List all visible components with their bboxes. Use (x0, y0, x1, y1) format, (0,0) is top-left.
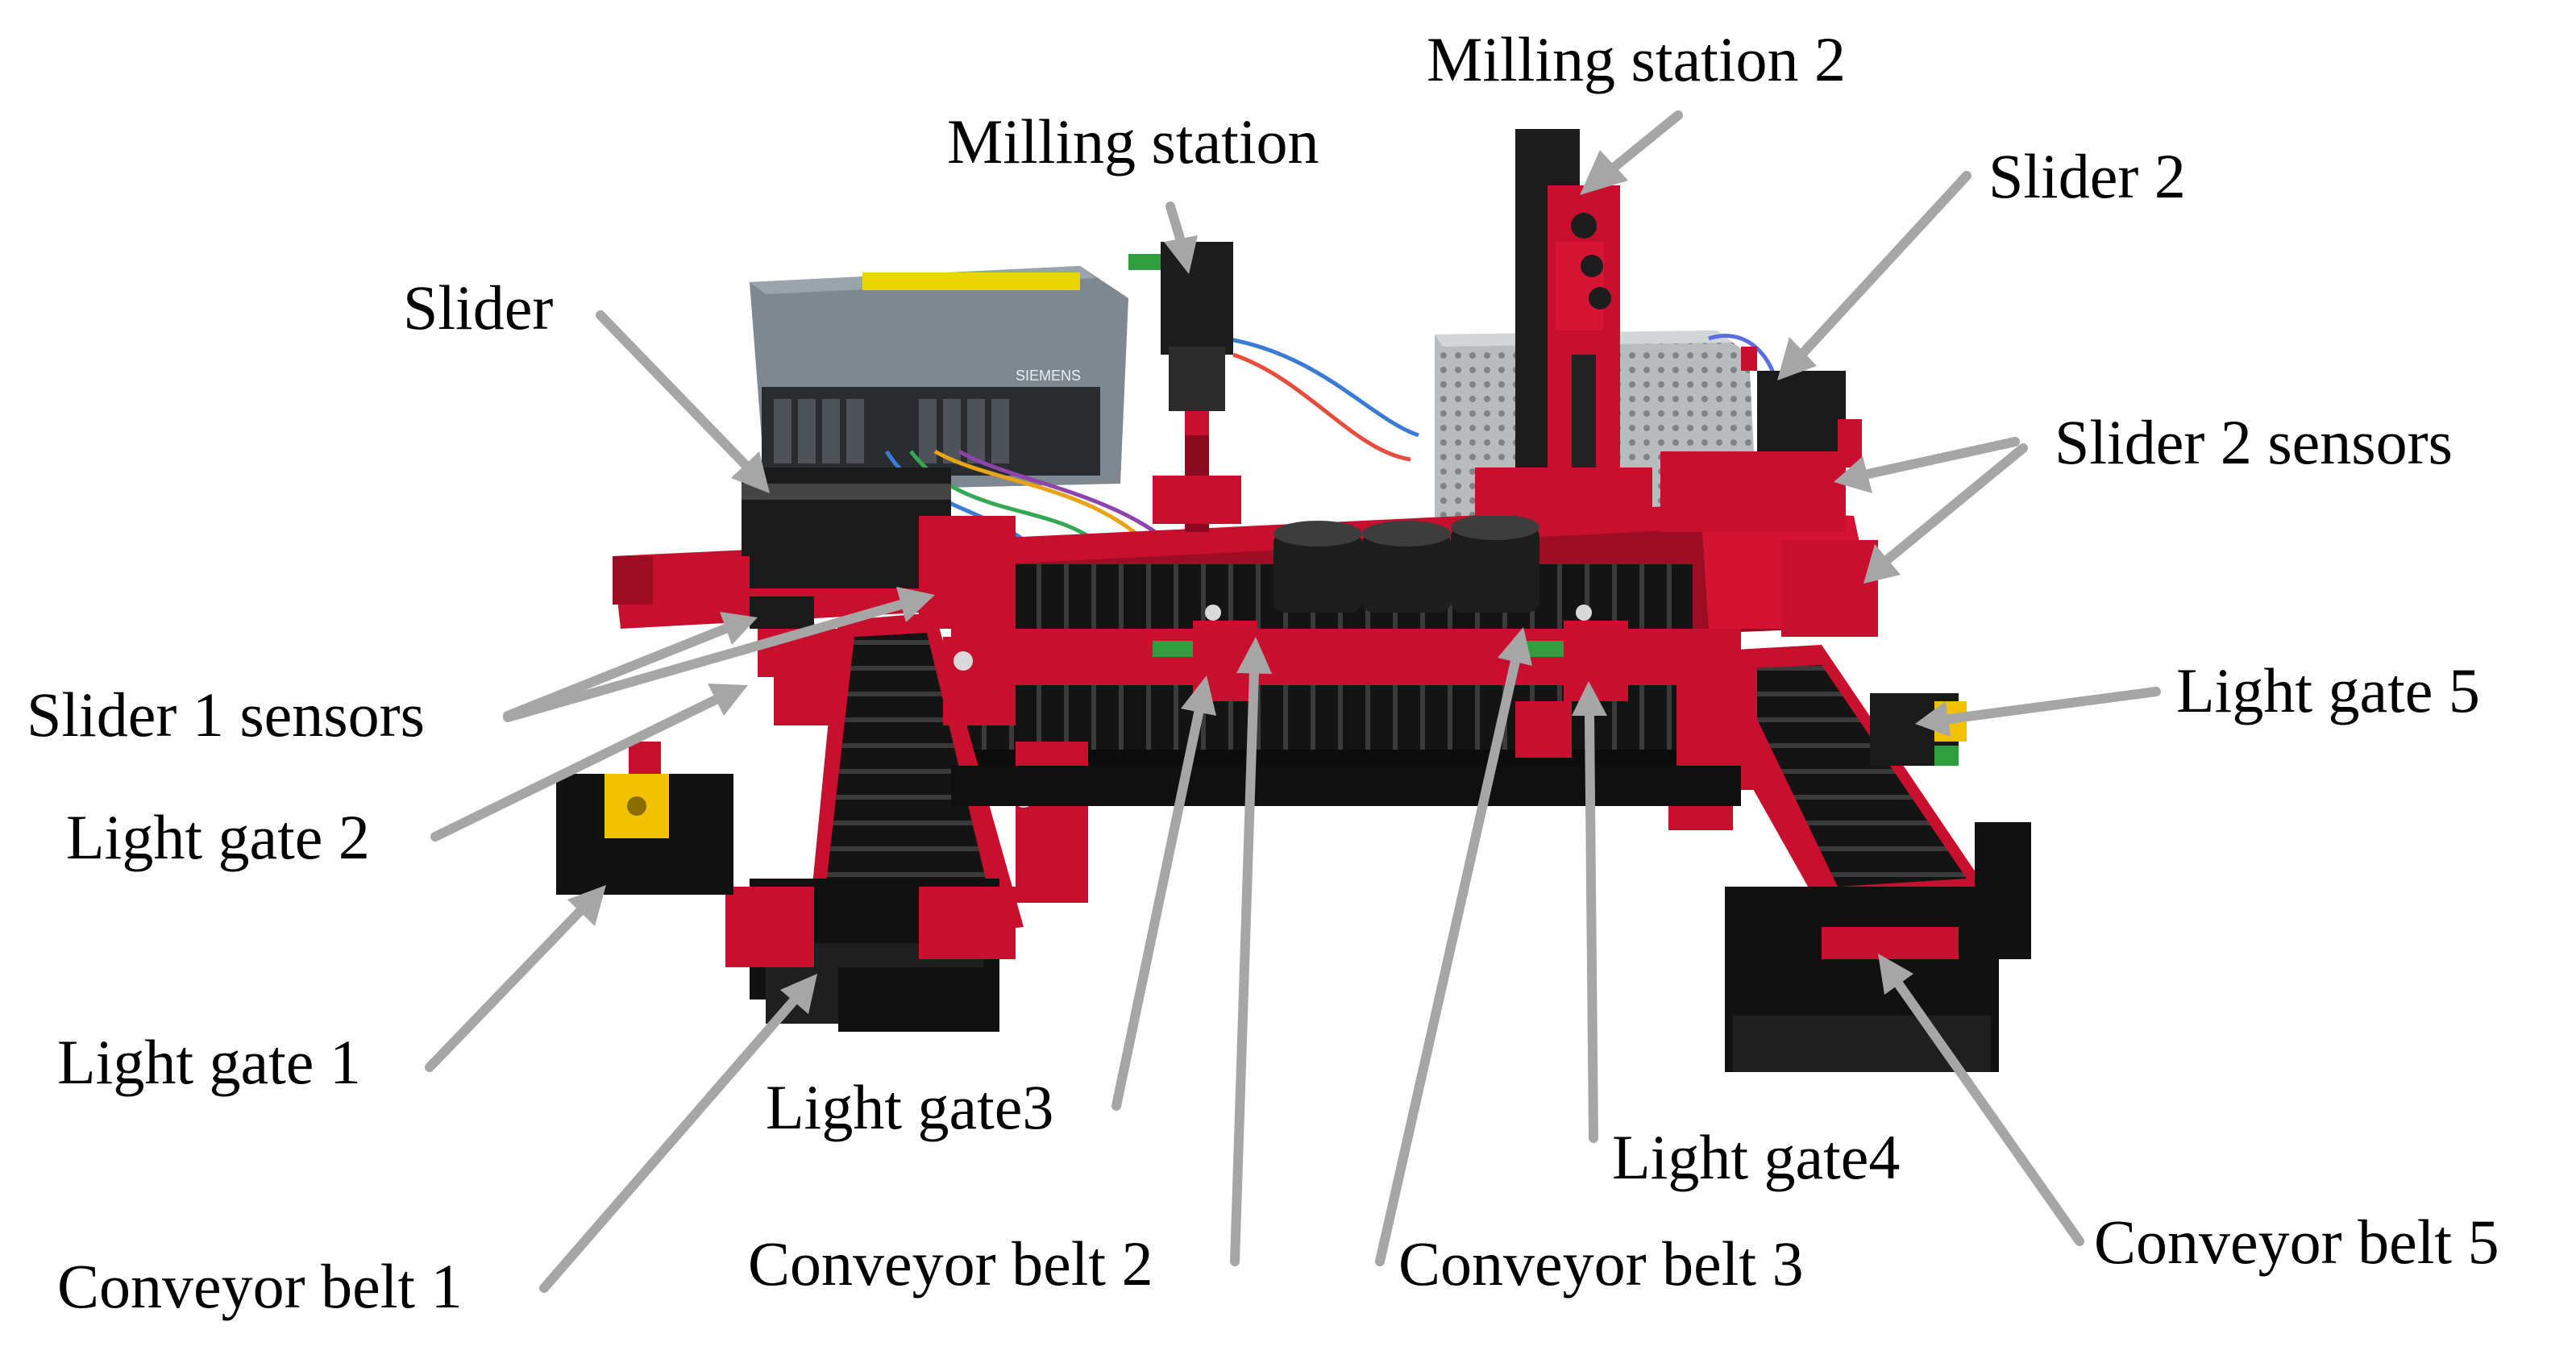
label-slider-2-sensors: Slider 2 sensors (2055, 407, 2453, 477)
callout-arrows (425, 110, 2161, 1293)
arrow-light-gate-1 (425, 885, 606, 1072)
arrow-slider (596, 310, 770, 493)
arrow-conveyor-belt-1 (539, 974, 817, 1293)
arrow-conveyor-belt-3 (1375, 627, 1532, 1266)
label-slider-2: Slider 2 (1988, 141, 2186, 211)
arrow-light-gate-5 (1915, 687, 2161, 737)
label-light-gate-5: Light gate 5 (2176, 655, 2480, 725)
label-slider: Slider (403, 272, 553, 343)
light-gate-5-model (1870, 693, 1967, 766)
arrow-slider-1-sensors-lower (503, 612, 758, 721)
label-slider-1-sensors: Slider 1 sensors (27, 680, 425, 750)
base-plates (838, 766, 1741, 1032)
label-conveyor-belt-2: Conveyor belt 2 (748, 1228, 1153, 1299)
arrow-slider-2 (1777, 171, 1971, 380)
slider-1 (613, 468, 1016, 629)
factory-model-photo: SIEMENS (556, 129, 2031, 1072)
callout-labels: Milling station 2 Milling station Slider… (27, 24, 2499, 1321)
label-conveyor-belt-3: Conveyor belt 3 (1398, 1228, 1804, 1299)
label-milling-station-2: Milling station 2 (1427, 24, 1846, 94)
plc-unit: SIEMENS (750, 266, 1128, 492)
arrow-light-gate-4 (1572, 681, 1607, 1143)
plc-brand-text: SIEMENS (1016, 368, 1081, 384)
arrow-milling-station (1164, 202, 1198, 274)
arrow-light-gate-2 (430, 684, 748, 842)
arrow-slider-2-sensors-upper (1834, 437, 2020, 493)
arrow-milling-station-2 (1580, 110, 1683, 195)
arrow-conveyor-belt-2 (1230, 637, 1272, 1266)
label-conveyor-belt-1: Conveyor belt 1 (57, 1251, 463, 1321)
conveyor-belt-1-model (725, 613, 1024, 1024)
label-milling-station: Milling station (947, 106, 1319, 177)
arrow-slider-2-sensors-lower (1863, 443, 2028, 584)
slider-2 (1660, 347, 1878, 637)
label-light-gate-1: Light gate 1 (57, 1027, 361, 1097)
label-conveyor-belt-5: Conveyor belt 5 (2094, 1207, 2499, 1277)
milling-station-2 (1475, 129, 1652, 524)
milling-station-1 (1128, 242, 1241, 532)
light-gate-1-model (556, 742, 733, 895)
label-light-gate-4: Light gate4 (1612, 1122, 1900, 1192)
arrow-slider-1-sensors-upper (503, 587, 935, 722)
conveyor-belt-5-model (1668, 645, 2031, 1072)
workpieces (1273, 514, 1539, 613)
arrow-light-gate-3 (1111, 675, 1216, 1111)
label-light-gate-3: Light gate3 (766, 1072, 1053, 1142)
arrow-conveyor-belt-5 (1878, 954, 2084, 1246)
label-light-gate-2: Light gate 2 (66, 802, 370, 872)
